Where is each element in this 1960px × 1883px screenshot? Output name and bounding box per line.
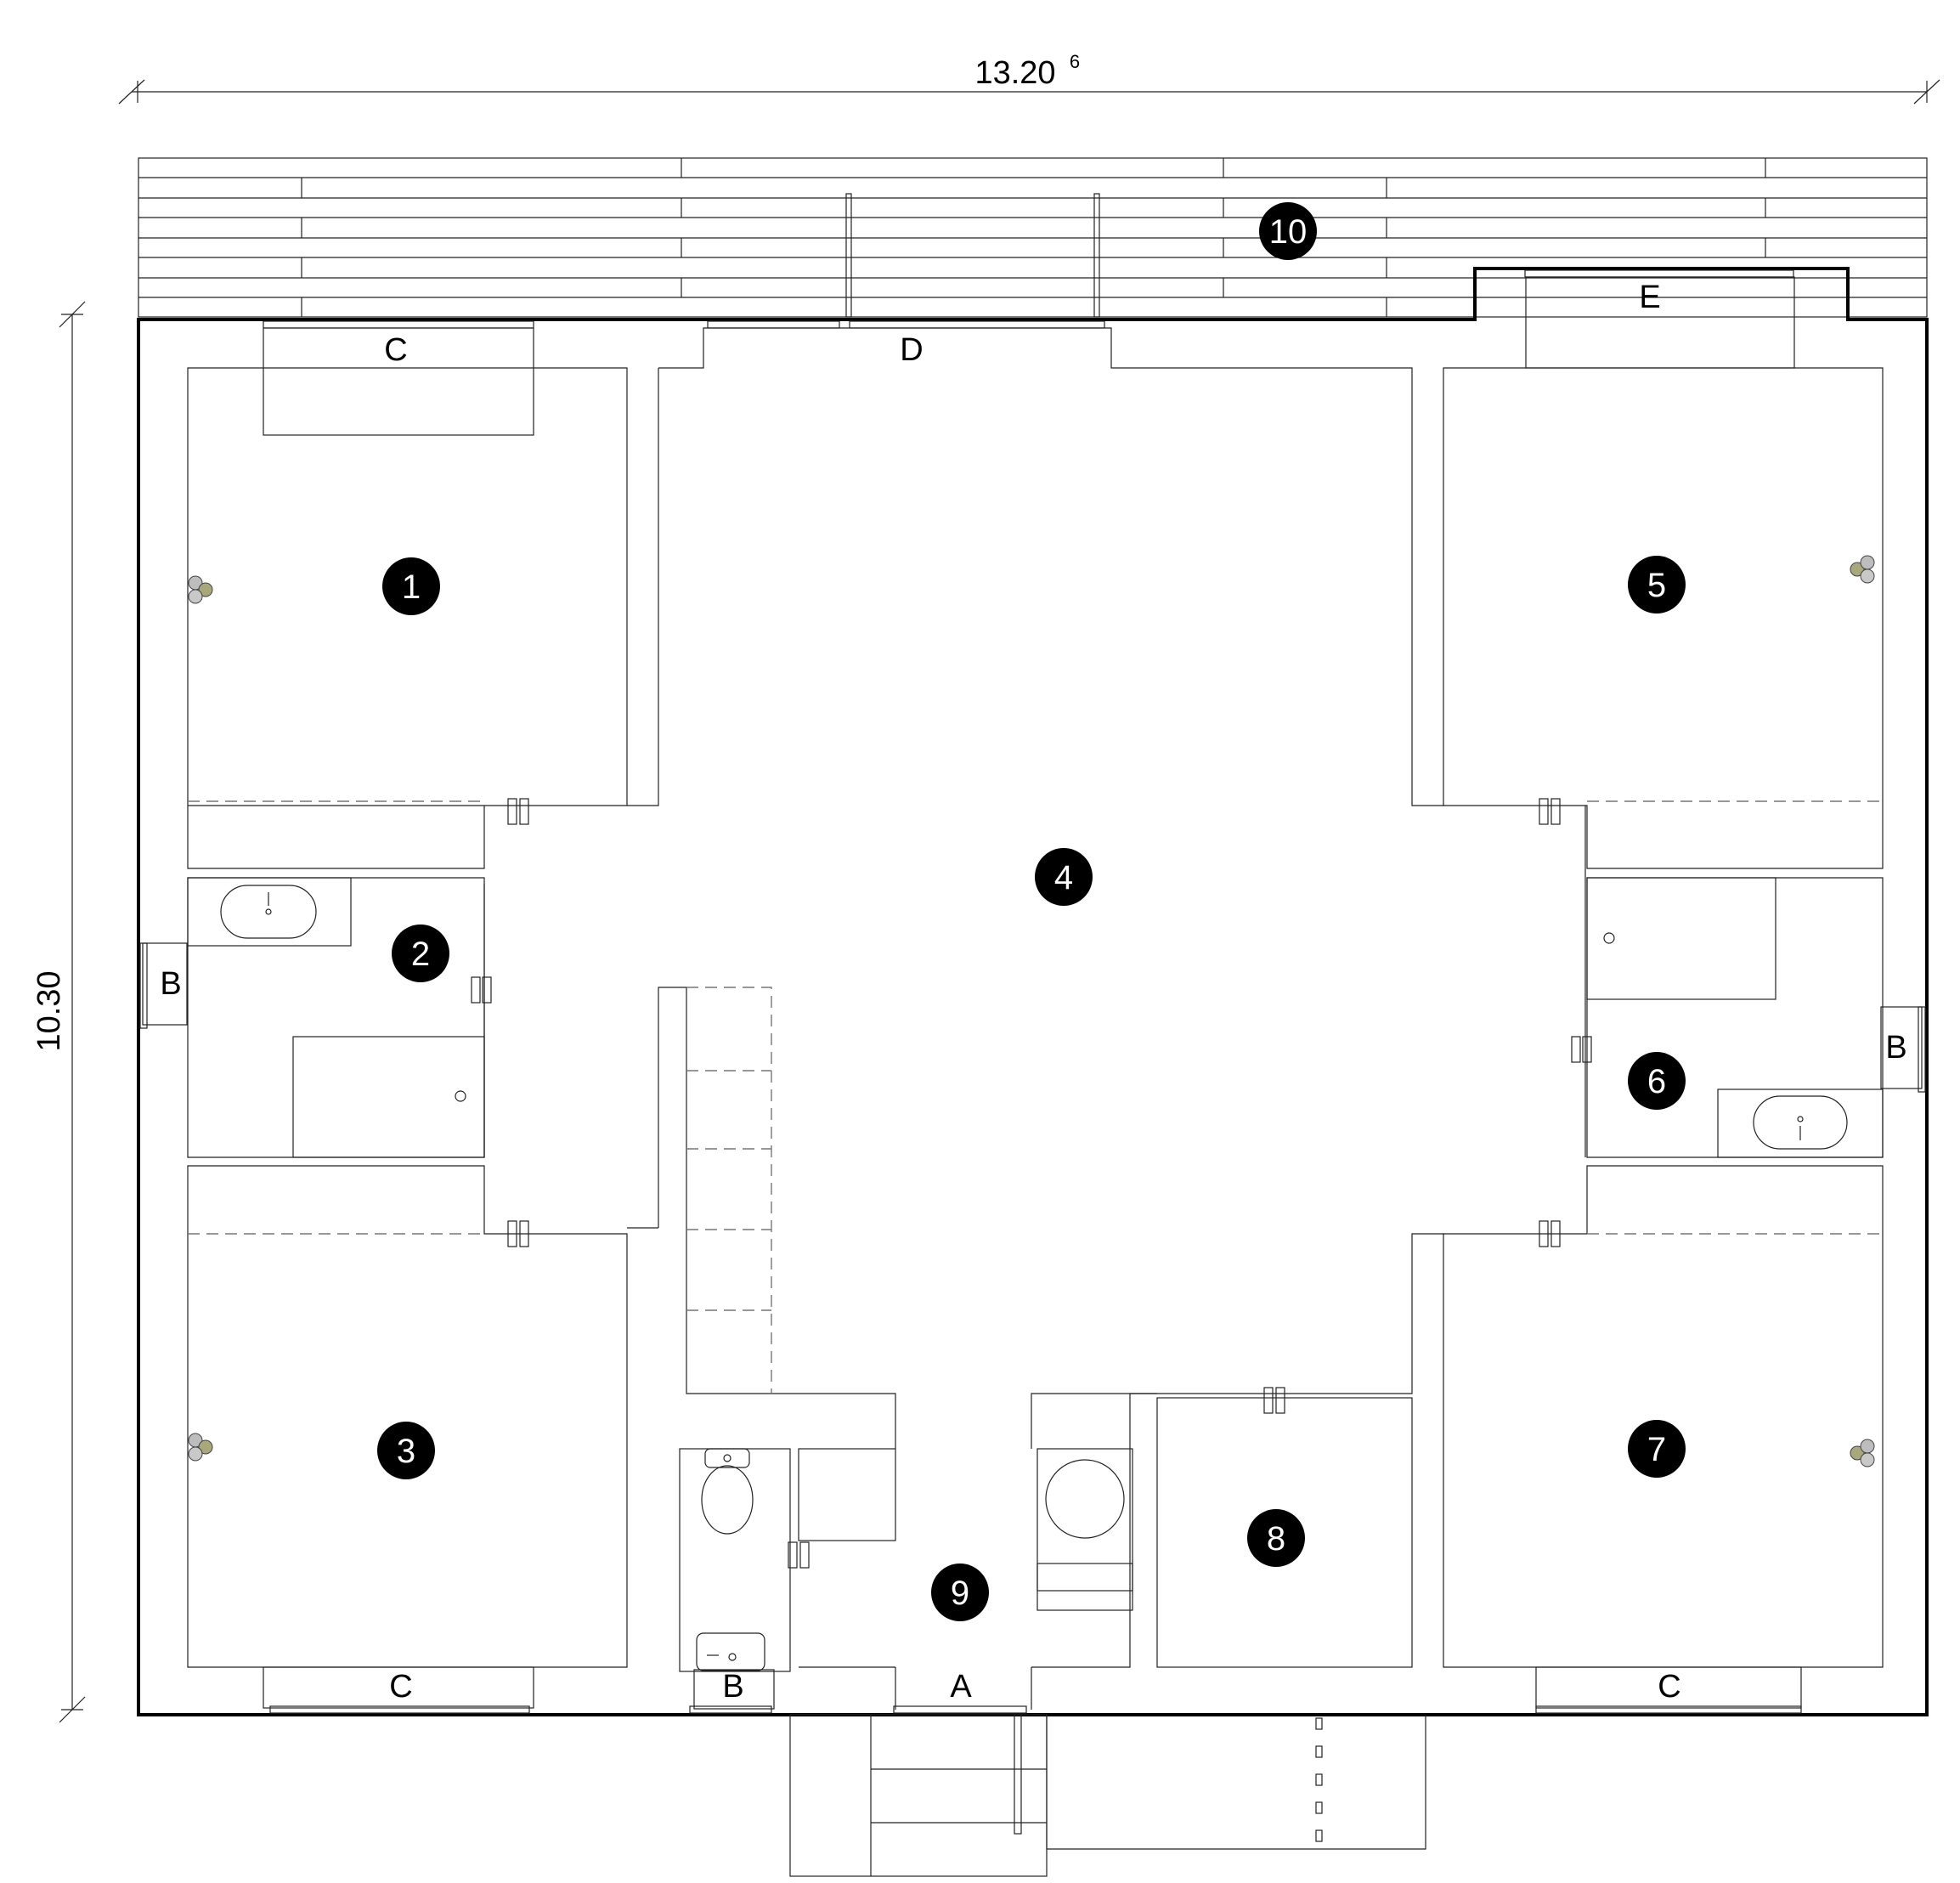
room-badge-3: 3: [377, 1422, 435, 1479]
svg-text:8: 8: [1267, 1520, 1285, 1558]
width-dimension: 13.20 6: [118, 51, 1940, 105]
toilet: [701, 1448, 754, 1535]
room-badge-7: 7: [1628, 1420, 1686, 1478]
room-outlines: [187, 276, 1884, 1710]
room-badge-9: 9: [931, 1564, 989, 1621]
exterior-wall: [137, 267, 1929, 1716]
washing-machine: [1045, 1459, 1125, 1539]
tag-e-top: E: [1639, 280, 1660, 315]
tag-b-bottom: B: [722, 1669, 743, 1705]
svg-text:1: 1: [402, 568, 421, 606]
tag-a-bottom: A: [950, 1669, 972, 1705]
stairs: [686, 987, 772, 1394]
tag-c-bottom-right: C: [1658, 1669, 1680, 1705]
svg-text:4: 4: [1054, 859, 1073, 896]
width-dimension-superscript: 6: [1070, 51, 1080, 72]
room-badge-6: 6: [1628, 1052, 1686, 1110]
deck-boards: [138, 157, 1928, 318]
wc-sink: [696, 1632, 765, 1671]
shower-drain-right: [1603, 932, 1615, 944]
shower-drain-left: [455, 1090, 466, 1102]
height-dimension: 10.30: [31, 301, 86, 1723]
room-badge-4: 4: [1035, 848, 1093, 906]
room-badge-10: 10: [1259, 202, 1317, 260]
room-badge-8: 8: [1247, 1509, 1305, 1567]
sink-right: [1753, 1095, 1848, 1150]
svg-text:7: 7: [1647, 1431, 1666, 1468]
sink-left: [220, 885, 317, 939]
plant-pots: [188, 555, 1875, 1467]
room-badge-5: 5: [1628, 556, 1686, 614]
room-badge-2: 2: [392, 925, 449, 982]
svg-text:3: 3: [397, 1433, 415, 1470]
tag-c-bottom-left: C: [389, 1669, 412, 1705]
room-badge-1: 1: [382, 557, 440, 615]
windows: [139, 269, 1926, 1714]
svg-text:10: 10: [1269, 213, 1308, 251]
svg-text:2: 2: [411, 936, 430, 973]
entry-steps: [789, 1714, 1426, 1877]
tag-c-top-left: C: [384, 332, 407, 368]
svg-text:9: 9: [951, 1575, 969, 1612]
door-marks: [471, 798, 1592, 1569]
svg-text:6: 6: [1647, 1063, 1666, 1100]
tag-b-left: B: [160, 966, 181, 1002]
tag-d-top: D: [900, 332, 923, 368]
svg-text:5: 5: [1647, 567, 1666, 604]
tag-b-right: B: [1885, 1030, 1906, 1066]
width-dimension-label: 13.20: [974, 55, 1055, 91]
height-dimension-label: 10.30: [31, 970, 67, 1051]
